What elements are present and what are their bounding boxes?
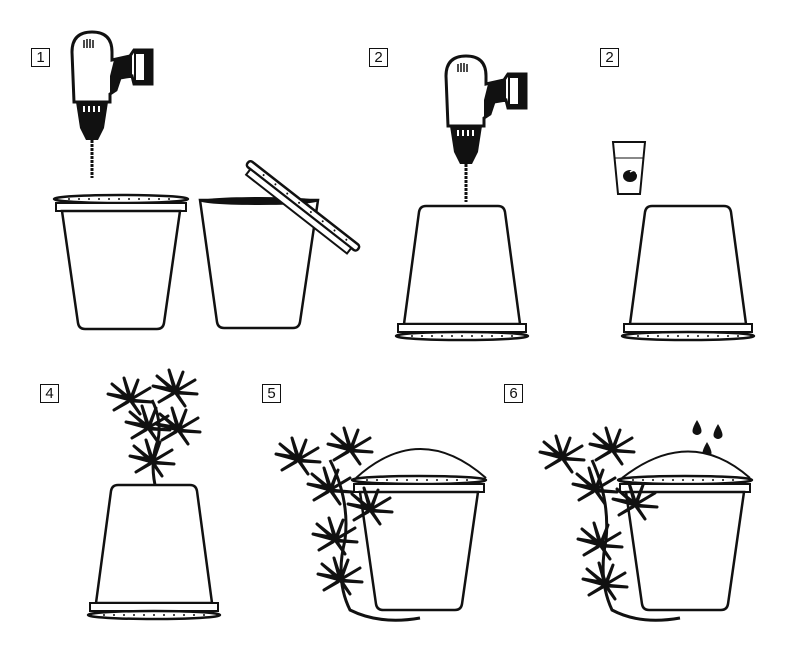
dome-lid [621,450,751,479]
step-label-2a: 2 [369,48,388,67]
step-label-6: 6 [504,384,523,403]
drill-icon [444,54,528,204]
step-label-2b: 2 [600,48,619,67]
drill-icon [70,30,154,180]
dome-lid [355,448,487,479]
step-label-5: 5 [262,384,281,403]
step-label-1: 1 [31,48,50,67]
inverted-cup [394,204,530,342]
step-label-4: 4 [40,384,59,403]
cup-with-lid [52,193,190,331]
removed-lid [244,159,361,255]
inverted-cup [86,483,222,621]
inverted-cup [620,204,756,342]
grown-plant [538,426,681,622]
grown-plant [274,426,421,622]
cup-with-lid [350,474,488,612]
seedling-plant [106,368,202,486]
water-glass-icon [611,141,647,195]
